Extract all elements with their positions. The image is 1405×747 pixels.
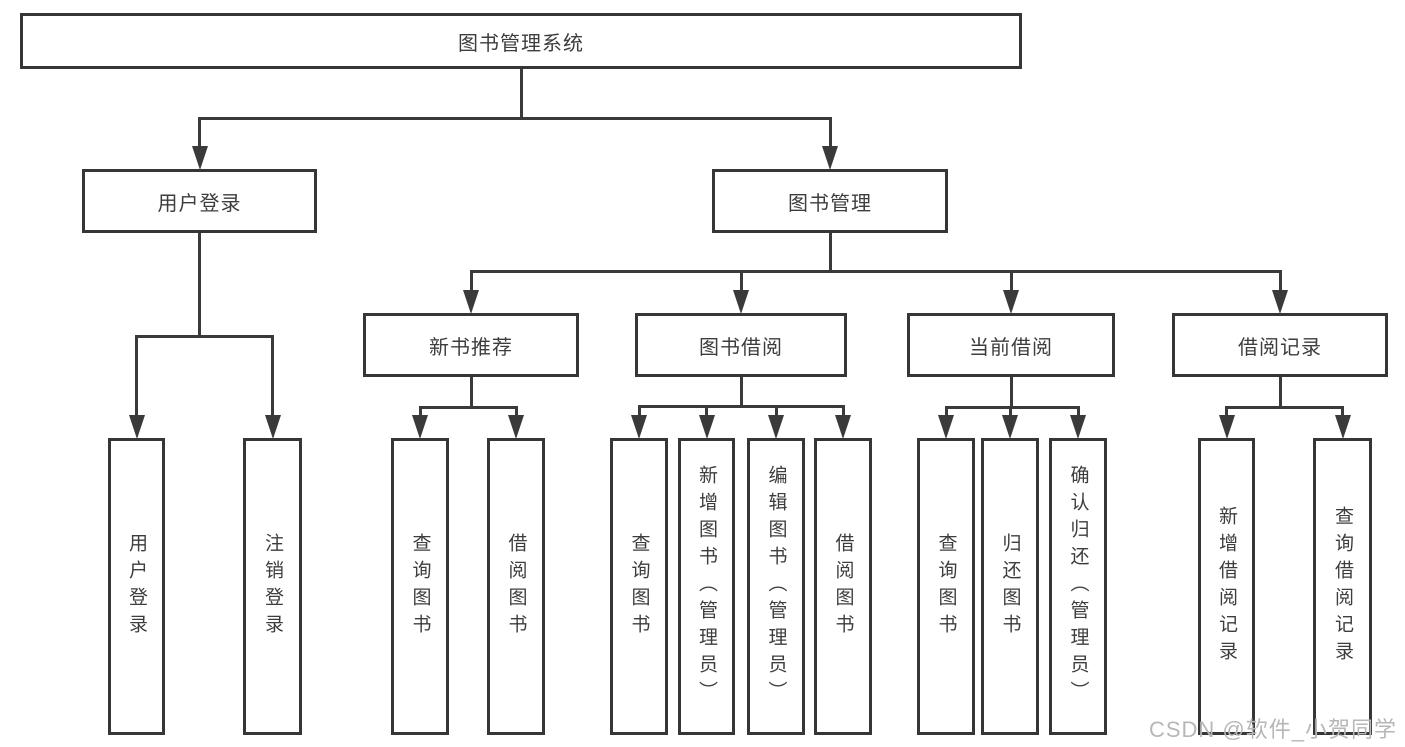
node-label: 图书管理	[788, 192, 872, 215]
node-leaf-edit-book: 编辑图书（管理员）	[747, 438, 805, 735]
node-leaf-add-record: 新增借阅记录	[1198, 438, 1255, 735]
node-leaf-logout: 注销登录	[243, 438, 302, 735]
connector-vertical-line	[774, 406, 778, 420]
connector-vertical-line	[514, 407, 518, 420]
connector-vertical-line	[198, 118, 201, 151]
node-label: 归还图书	[999, 532, 1021, 641]
connector-vertical-line	[637, 406, 641, 420]
connector-vertical-line	[135, 336, 138, 420]
node-leaf-add-book: 新增图书（管理员）	[678, 438, 735, 735]
arrow-down-icon	[128, 415, 145, 439]
arrow-down-icon	[264, 415, 281, 439]
arrow-down-icon	[1218, 415, 1235, 439]
node-leaf-user-login: 用户登录	[108, 438, 165, 735]
connector-vertical-line	[1009, 377, 1013, 409]
node-label: 新书推荐	[429, 336, 513, 359]
node-leaf-query-book-1: 查询图书	[391, 438, 449, 735]
connector-vertical-line	[739, 377, 743, 408]
arrow-down-icon	[1070, 415, 1086, 439]
connector-horizontal-line	[944, 405, 1080, 409]
connector-horizontal-line	[418, 405, 518, 409]
connector-vertical-line	[828, 118, 832, 151]
arrow-down-icon	[1003, 290, 1019, 314]
connector-vertical-line	[1008, 407, 1012, 420]
arrow-down-icon	[1002, 415, 1018, 439]
arrow-down-icon	[768, 415, 784, 439]
connector-horizontal-line	[637, 404, 845, 408]
connector-vertical-line	[1278, 377, 1282, 409]
arrow-down-icon	[733, 290, 749, 314]
node-borrow-records: 借阅记录	[1172, 313, 1388, 377]
connector-horizontal-line	[1225, 405, 1344, 409]
connector-vertical-line	[705, 406, 708, 420]
arrow-down-icon	[412, 415, 428, 439]
connector-vertical-line	[469, 271, 473, 295]
arrow-down-icon	[631, 415, 647, 439]
node-book-mgmt: 图书管理	[712, 169, 948, 233]
node-label: 查询图书	[628, 532, 650, 641]
node-leaf-query-record: 查询借阅记录	[1313, 438, 1372, 735]
connector-vertical-line	[944, 407, 948, 420]
node-current-borrow: 当前借阅	[907, 313, 1115, 377]
node-leaf-return-book: 归还图书	[981, 438, 1039, 735]
connector-vertical-line	[418, 407, 422, 420]
connector-vertical-line	[469, 377, 473, 409]
node-label: 用户登录	[157, 192, 242, 215]
node-leaf-query-book-3: 查询图书	[917, 438, 975, 735]
connector-vertical-line	[271, 336, 274, 420]
node-label: 查询图书	[935, 532, 957, 641]
connector-vertical-line	[739, 271, 743, 295]
connector-horizontal-line	[198, 116, 832, 120]
node-leaf-borrow-book-1: 借阅图书	[487, 438, 545, 735]
connector-vertical-line	[198, 233, 201, 338]
arrow-down-icon	[191, 146, 208, 170]
connector-vertical-line	[519, 69, 523, 120]
node-label: 注销登录	[262, 532, 283, 641]
connector-horizontal-line	[135, 334, 274, 338]
arrow-down-icon	[938, 415, 954, 439]
connector-vertical-line	[1009, 271, 1013, 295]
node-root: 图书管理系统	[20, 13, 1022, 69]
arrow-down-icon	[463, 290, 479, 314]
arrow-down-icon	[698, 415, 715, 439]
node-user-login: 用户登录	[82, 169, 317, 233]
node-book-borrow: 图书借阅	[635, 313, 847, 377]
node-label: 确认归还（管理员）	[1067, 465, 1089, 708]
connector-vertical-line	[1225, 407, 1228, 420]
node-label: 新增图书（管理员）	[696, 465, 717, 708]
node-label: 新增借阅记录	[1216, 505, 1237, 668]
connector-vertical-line	[1076, 407, 1080, 420]
connector-horizontal-line	[469, 269, 1282, 273]
node-label: 借阅图书	[832, 532, 854, 641]
node-label: 查询借阅记录	[1332, 505, 1353, 668]
connector-vertical-line	[841, 406, 845, 420]
connector-vertical-line	[1341, 407, 1344, 420]
connector-vertical-line	[828, 233, 832, 273]
node-label: 借阅记录	[1238, 336, 1322, 359]
node-label: 用户登录	[126, 532, 147, 641]
node-new-book-rec: 新书推荐	[363, 313, 579, 377]
node-leaf-confirm-return: 确认归还（管理员）	[1049, 438, 1107, 735]
node-leaf-borrow-book-2: 借阅图书	[814, 438, 872, 735]
node-leaf-query-book-2: 查询图书	[610, 438, 668, 735]
node-label: 借阅图书	[505, 532, 527, 641]
arrow-down-icon	[1334, 415, 1351, 439]
node-label: 查询图书	[409, 532, 431, 641]
arrow-down-icon	[835, 415, 851, 439]
arrow-down-icon	[822, 146, 838, 170]
node-label: 图书管理系统	[458, 32, 584, 55]
node-label: 编辑图书（管理员）	[765, 465, 787, 708]
node-label: 当前借阅	[969, 336, 1053, 359]
arrow-down-icon	[1272, 290, 1288, 314]
node-label: 图书借阅	[699, 336, 783, 359]
arrow-down-icon	[508, 415, 524, 439]
connector-vertical-line	[1278, 271, 1282, 295]
